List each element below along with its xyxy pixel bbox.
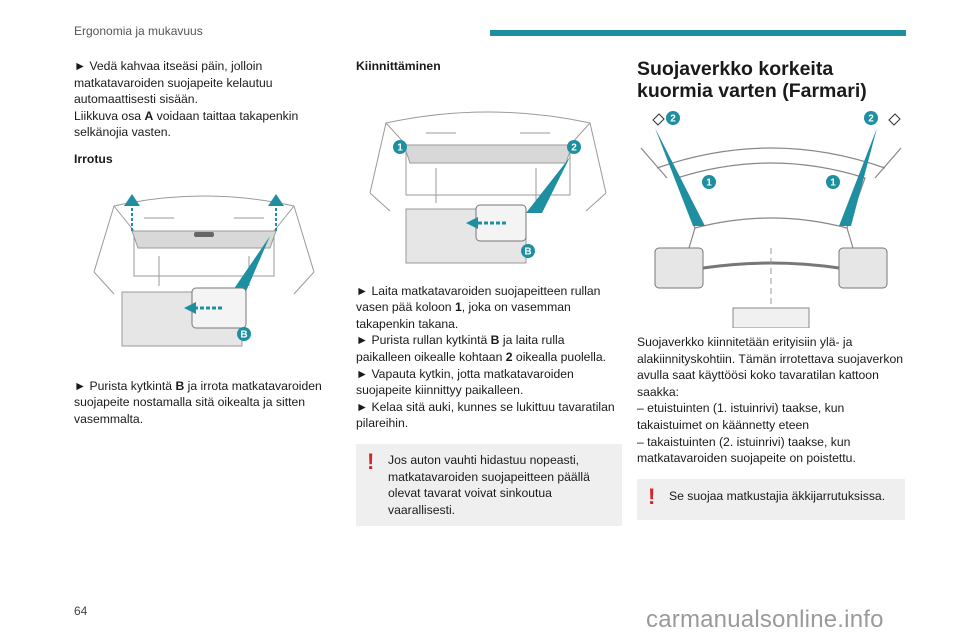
text-run: ► Laita matkatavaroiden suojapeitteen ru… <box>356 283 601 315</box>
text-run: , joka on vasemman takapenkin takana. <box>356 300 571 331</box>
figure-label-1: 1 <box>706 178 712 189</box>
instruction-insert-left: ► Laita matkatavaroiden suojapeitteen ru… <box>356 283 622 333</box>
instruction-remove: ► Purista kytkintä B ja irrota matkatava… <box>74 378 332 428</box>
net-list-item: – etuistuinten (1. istuinrivi) taakse, k… <box>637 401 845 432</box>
part-label: 1 <box>454 300 462 315</box>
text-line: ► Vedä kahvaa itseäsi päin, jolloin <box>74 59 263 73</box>
figure-label-2: 2 <box>571 142 577 153</box>
page-number: 64 <box>74 604 88 618</box>
text-line: matkatavaroiden suojapeite kelautuu <box>74 75 273 90</box>
part-label: B <box>490 333 500 348</box>
warning-text: Se suojaa matkustajia äkkijarrutuksissa. <box>669 488 886 503</box>
warning-icon: ! <box>367 448 375 474</box>
text-run: ja irrota matkatavaroiden suojapeite nos… <box>74 378 322 426</box>
instruction-insert-right: ► Purista rullan kytkintä B ja laita rul… <box>356 332 622 365</box>
instruction-release: ► Vapauta kytkin, jotta matkatavaroiden … <box>356 366 574 398</box>
net-description: Suojaverkko kiinnitetään erityisiin ylä-… <box>637 335 904 399</box>
part-label: A <box>144 108 154 123</box>
figure-label-1: 1 <box>397 142 403 153</box>
middle-column: Kiinnittäminen 1 2 B ► Laita matkatavaro… <box>356 58 622 527</box>
text-run: ja laita rulla paikalleen oikealle kohta… <box>356 333 565 364</box>
warning-text: Jos auton vauhti hidastuu nopeasti, matk… <box>388 452 590 517</box>
part-label: 2 <box>505 349 513 364</box>
text-run: ► Purista kytkintä <box>74 378 176 393</box>
right-column: Suojaverkko korkeita kuormia varten (Far… <box>637 58 905 521</box>
removal-illustration: B <box>93 193 315 347</box>
instruction-pull-handle: ► Vedä kahvaa itseäsi päin, jolloin matk… <box>74 58 332 141</box>
figure-label-b: B <box>240 329 247 340</box>
figure-label-b: B <box>524 246 531 257</box>
net-list-item: – takaistuinten (2. istuinrivi) taakse, … <box>637 434 856 466</box>
subtitle-fitting: Kiinnittäminen <box>356 59 441 73</box>
text-run: voidaan taittaa takapenkin selkänojia va… <box>74 108 299 140</box>
warning-box: ! Se suojaa matkustajia äkkijarrutuksiss… <box>637 478 905 521</box>
part-label: B <box>175 378 185 393</box>
left-column: ► Vedä kahvaa itseäsi päin, jolloin matk… <box>74 58 332 427</box>
text-run: Liikkuva osa <box>74 108 145 123</box>
warning-icon: ! <box>648 483 656 509</box>
net-illustration: 2 2 1 1 <box>640 111 902 328</box>
fitting-illustration: 1 2 B <box>369 111 607 264</box>
warning-box: ! Jos auton vauhti hidastuu nopeasti, ma… <box>356 443 622 527</box>
text-run: oikealla puolella. <box>512 349 607 364</box>
section-header: Ergonomia ja mukavuus <box>74 24 203 38</box>
instruction-unroll: ► Kelaa sitä auki, kunnes se lukittuu ta… <box>356 399 615 431</box>
subtitle-removal: Irrotus <box>74 151 113 166</box>
header-accent-bar <box>490 30 906 36</box>
watermark: carmanualsonline.info <box>646 606 884 633</box>
section-title: Suojaverkko korkeita kuormia varten (Far… <box>637 58 867 102</box>
figure-label-2: 2 <box>868 114 874 125</box>
figure-label-2: 2 <box>670 114 676 125</box>
text-run: ► Purista rullan kytkintä <box>356 333 491 348</box>
figure-label-1: 1 <box>830 178 836 189</box>
text-line: automaattisesti sisään. <box>74 92 198 107</box>
